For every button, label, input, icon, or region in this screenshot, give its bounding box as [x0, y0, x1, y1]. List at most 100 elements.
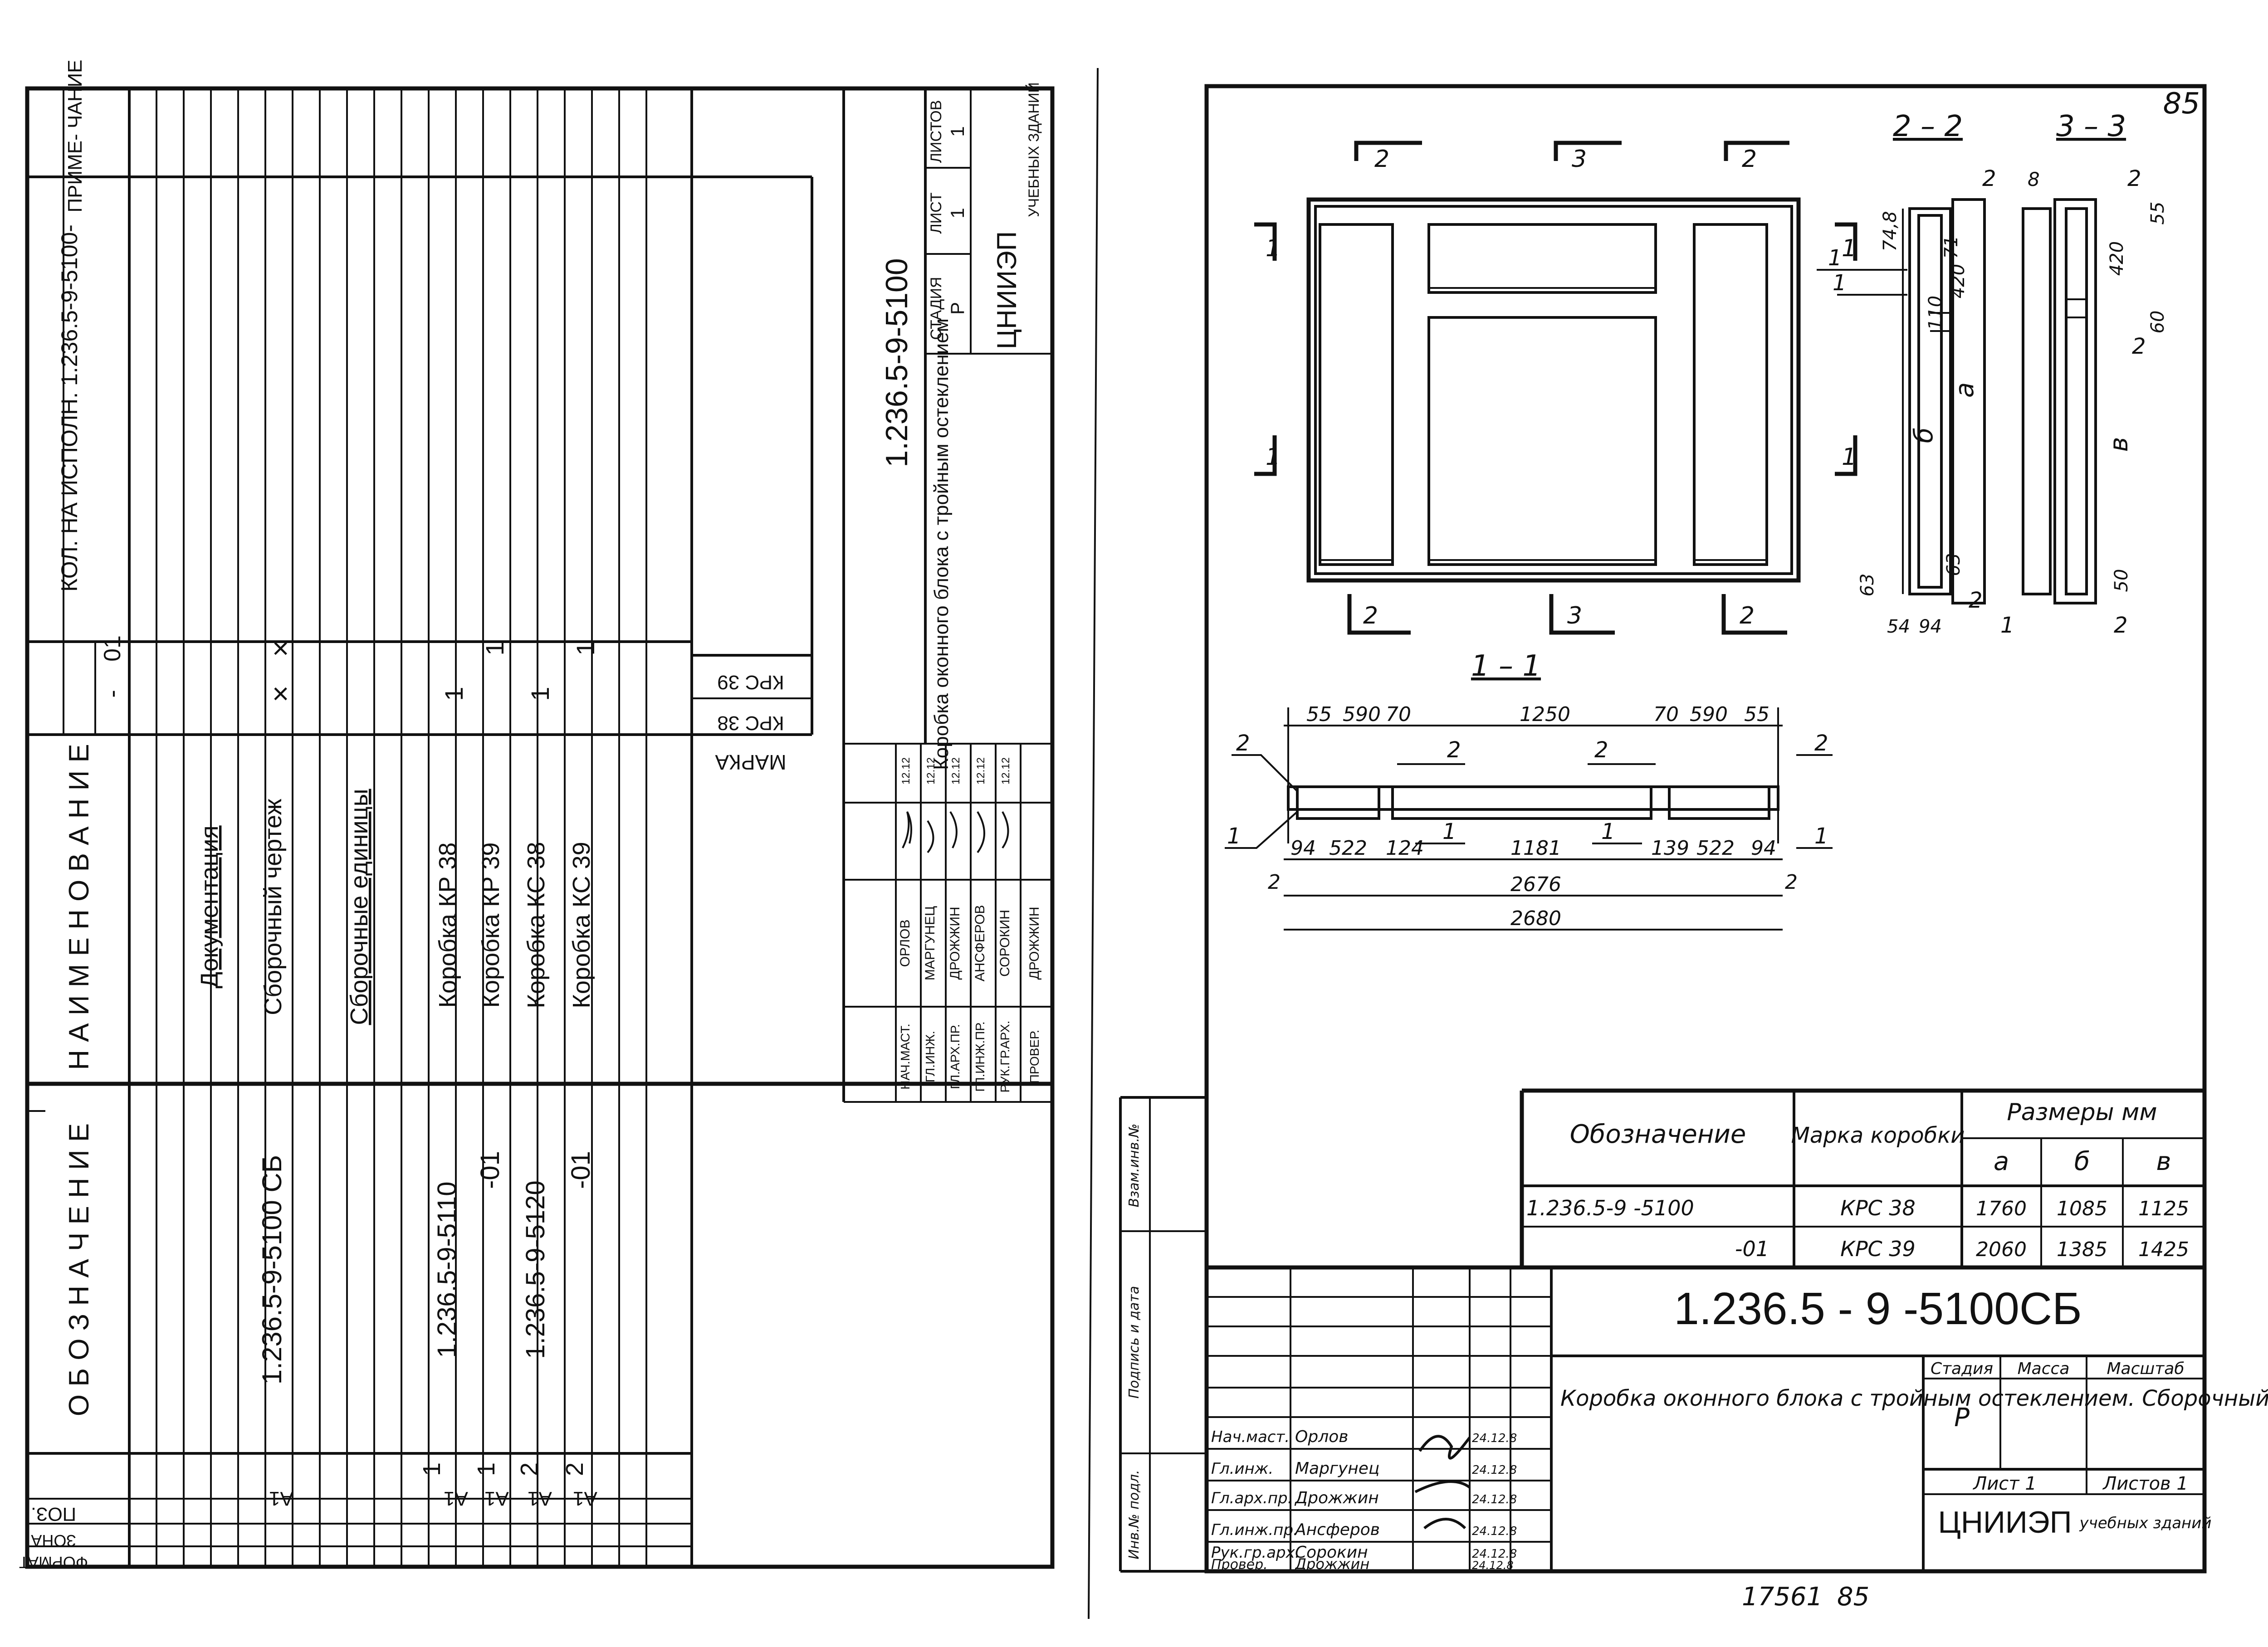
spec-sheet: 1	[947, 208, 968, 218]
marker-label: 2	[1363, 602, 1378, 629]
staff-date: 12.12	[925, 757, 937, 785]
cell-v: 1425	[2138, 1238, 2189, 1261]
row-designation: 1.236.5-9-5100 СБ	[257, 1155, 287, 1384]
staff-date: 12.12	[950, 757, 962, 785]
cell-a: 1760	[1976, 1197, 2027, 1220]
staff-name: ДРОЖЖИН	[948, 907, 963, 980]
row-qty-2: 1	[480, 641, 509, 655]
staff-role: ПРОВЕР.	[1027, 1030, 1041, 1083]
cell-b: 1085	[2057, 1197, 2107, 1220]
side-inv: Инв.№ подл.	[1126, 1470, 1142, 1559]
staff-row: Гл.инж. Маргунец 24.12.8	[1211, 1459, 1517, 1478]
dim-label: 522	[1696, 837, 1735, 860]
row-format: А1	[528, 1487, 552, 1510]
row-format: А1	[269, 1487, 293, 1510]
section-marker-2	[1354, 141, 1422, 161]
th-mark: Марка коробки	[1791, 1123, 1965, 1148]
org-sub: учебных зданий	[2079, 1514, 2212, 1532]
staff-role: Гл.инж.пр.	[1211, 1521, 1298, 1539]
staff-date: 24.12.8	[1472, 1493, 1517, 1506]
staff-name: Сорокин	[1295, 1543, 1368, 1562]
drawing-frame	[1204, 84, 2207, 1574]
callout: 2	[1236, 731, 1250, 756]
staff-row: Гл.арх.пр. Дрожжин 24.12.8	[1211, 1489, 1517, 1507]
row-name: Коробка КС 38	[523, 842, 550, 1008]
drawing-title-text: Коробка оконного блока с тройным остекле…	[1560, 1386, 2268, 1411]
table-row: 1.236.5-9 -5100 КРС 38 1760 1085 1125	[1526, 1196, 2189, 1220]
header-note: ПРИМЕ- ЧАНИЕ	[64, 60, 86, 213]
spec-row-3: Сборочные единицы	[346, 789, 373, 1025]
mass-header: Масса	[2018, 1360, 2070, 1378]
sizes-table: Обозначение Марка коробки Размеры мм а б…	[1520, 1088, 2204, 1269]
section-1-1-title: 1 – 1	[1471, 649, 1541, 683]
assembly-sheet: 85 Инв.№ подл. Подпись и дата Взам.инв.№	[1119, 84, 2268, 1612]
marker-label: 2	[1374, 146, 1389, 173]
header-qty-01: 01	[99, 635, 126, 662]
spec-row-7: А1 2 -01 Коробка КС 39 1	[561, 641, 600, 1510]
drawing-signatures	[1414, 1435, 1471, 1530]
dim-label: 94	[1290, 837, 1316, 860]
specification-sheet: ПОЗ. ЗОНА ФОРМАТ О Б О З Н А Ч Е Н И Е Н…	[19, 60, 1099, 1619]
row-designation: -01	[475, 1151, 505, 1189]
header-format: ФОРМАТ	[19, 1553, 88, 1572]
dim-v: в	[2104, 437, 2134, 452]
staff-role: ГЛ.ИНЖ.ПР.	[973, 1021, 987, 1092]
staff-name: Орлов	[1295, 1428, 1348, 1446]
row-pos: 2	[561, 1462, 588, 1476]
callout: 2	[1969, 588, 1983, 613]
side-sign: Подпись и дата	[1126, 1286, 1142, 1399]
staff-row: Провер. Дрожжин 24.12.8	[1211, 1555, 1514, 1573]
staff-date: 24.12.8	[1472, 1463, 1517, 1477]
spec-signatures	[902, 811, 1009, 853]
staff-date: 12.12	[975, 757, 987, 785]
marka-label: МАРКА	[715, 750, 786, 774]
staff-name: Дрожжин	[1294, 1555, 1369, 1573]
dim-label: 8	[2028, 168, 2040, 190]
section-2-2: 2 – 2 74,8 71 420 110 63 63 54 94 а б 1 …	[1817, 110, 2014, 638]
row-name: Коробка КР 38	[434, 843, 461, 1008]
spec-sheet-header: ЛИСТ	[928, 193, 945, 234]
spec-row-6: А1 2 1.236.5-9-5120 Коробка КС 38 1	[516, 687, 554, 1510]
marker-label: 1	[1842, 235, 1857, 262]
dim-label: 94	[1919, 616, 1942, 637]
dim-label: 1181	[1510, 837, 1561, 860]
marka-krs38: КРС 38	[717, 712, 784, 734]
dim-label: 63	[1857, 574, 1878, 597]
staff-name: СОРОКИН	[997, 910, 1012, 977]
marker-label: 1	[1842, 443, 1857, 471]
row-qty-1: ×	[264, 685, 297, 702]
cell-v: 1125	[2138, 1197, 2189, 1220]
staff-date: 24.12.8	[1472, 1525, 1517, 1538]
row-qty-1: 1	[526, 687, 554, 701]
staff-row: Рук.гр.арх. Сорокин 24.12.8	[1211, 1543, 1517, 1562]
marker-label: 3	[1567, 602, 1582, 629]
staff-role: РУК.ГР.АРХ.	[998, 1021, 1012, 1093]
section-1-1: 1 – 1 55 590 70 1250 70 590 55 94 522 12…	[1225, 649, 1833, 931]
dim-total: 2680	[1510, 907, 1561, 930]
dim-label: 1250	[1520, 703, 1570, 726]
dim-label: 420	[1948, 264, 1969, 298]
dim-label: 590	[1343, 703, 1381, 726]
scale-header: Масштаб	[2107, 1360, 2184, 1378]
spec-org-sub: УЧЕБНЫХ ЗДАНИЙ	[1026, 82, 1042, 217]
th-v: в	[2156, 1147, 2171, 1176]
dim-label: 420	[2107, 241, 2127, 276]
row-qty-1: 1	[440, 687, 468, 701]
page-number: 85	[2163, 87, 2200, 121]
callout: 1	[2000, 613, 2014, 638]
staff-name: ДРОЖЖИН	[1027, 907, 1042, 980]
dim-label: 94	[1751, 837, 1776, 860]
staff-role: ГЛ.АРХ.ПР.	[948, 1024, 962, 1089]
dim-label: 63	[1943, 553, 1964, 576]
dim-label: 2	[1268, 871, 1281, 894]
dim-label: 74,8	[1880, 211, 1901, 251]
callout: 2	[1594, 737, 1608, 763]
row-name: Коробка КР 39	[477, 843, 504, 1008]
table-row: -01 КРС 39 2060 1385 1425	[1735, 1237, 2189, 1261]
row-designation: 1.236.5-9-5120	[521, 1180, 550, 1359]
staff-date: 24.12.8	[1472, 1432, 1517, 1445]
row-format: А1	[444, 1487, 468, 1510]
side-stamp: Инв.№ подл. Подпись и дата Взам.инв.№	[1119, 1096, 1207, 1573]
dim-label: 55	[1744, 703, 1769, 726]
